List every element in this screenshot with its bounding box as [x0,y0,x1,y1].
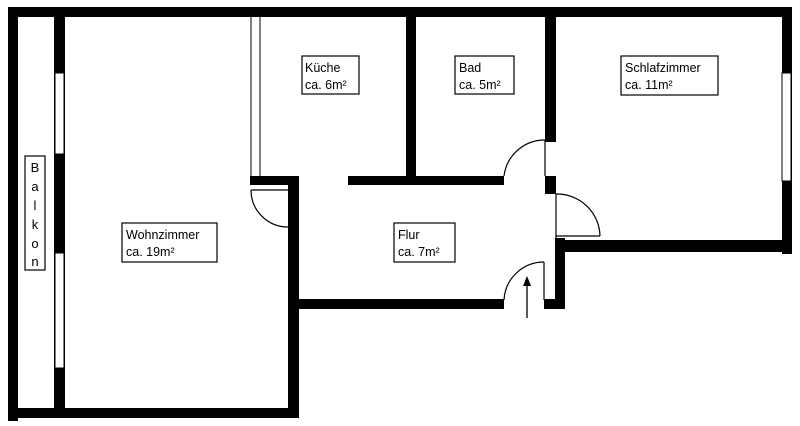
balkon-letter: a [31,179,39,194]
window-icon [54,252,65,369]
balkon-letter: l [34,198,37,213]
room-label-kueche: Küche ca. 6m² [301,55,360,95]
door-swing-icon [503,139,546,177]
room-name: Schlafzimmer [625,61,701,75]
room-area: ca. 5m² [459,78,501,92]
balkon-letter: k [32,217,39,232]
room-label-wohnzimmer: Wohnzimmer ca. 19m² [121,222,218,263]
door-swing-icon [250,189,289,228]
thin-wall [250,17,261,176]
room-area: ca. 19m² [126,245,175,259]
window-icon [54,72,65,155]
walls [8,7,792,421]
windows [54,72,792,369]
room-label-bad: Bad ca. 5m² [454,55,515,95]
balkon-letter: n [31,254,38,269]
entrance-arrow-icon [523,276,531,318]
door-swing-icon [555,193,601,238]
room-area: ca. 11m² [625,78,673,92]
window-icon [781,72,792,182]
room-name: Bad [459,61,481,75]
room-label-flur: Flur ca. 7m² [393,222,456,263]
doors [250,139,601,301]
room-area: ca. 7m² [398,245,440,259]
room-name: Wohnzimmer [126,228,199,242]
balkon-letter: o [31,236,38,251]
balkon-letter: B [31,160,40,175]
room-label-schlafzimmer: Schlafzimmer ca. 11m² [620,55,719,96]
room-name: Flur [398,228,420,242]
room-area: ca. 6m² [305,78,347,92]
room-name: Küche [305,61,340,75]
balkon-label: B a l k o n [24,155,46,271]
door-swing-icon [503,261,545,301]
